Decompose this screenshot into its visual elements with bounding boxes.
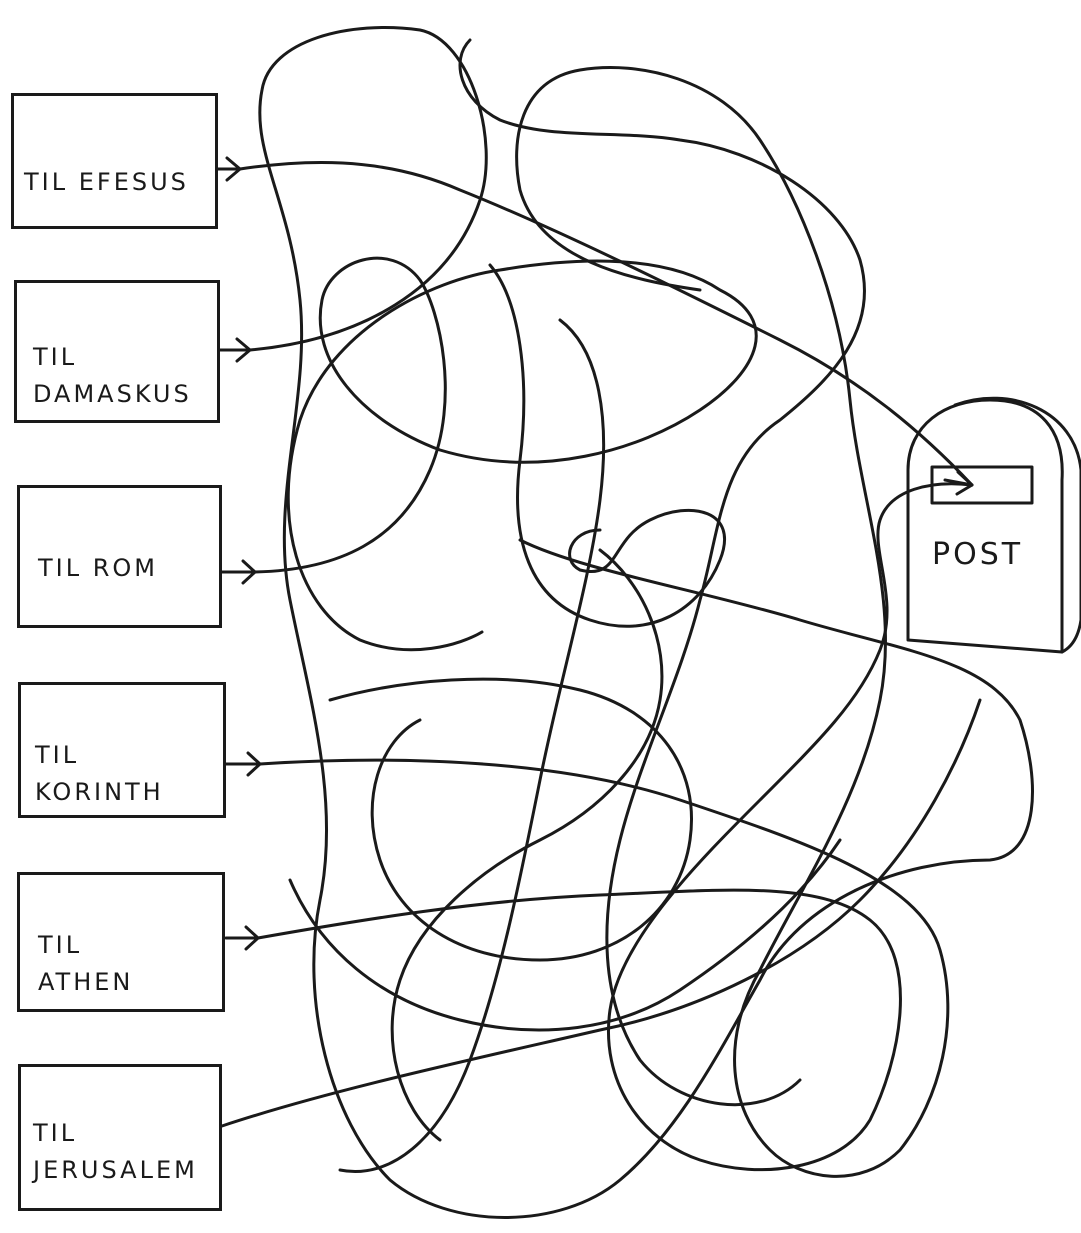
arrow-damaskus-icon [218,337,252,363]
box-korinth: TIL KORINTH [18,682,226,818]
path-korinth [258,66,950,1178]
box-efesus: TIL EFESUS [11,93,218,229]
box-rom: TIL ROM [17,485,222,628]
path-rom [253,256,758,652]
arrow-korinth-icon [224,751,262,777]
box-jerusalem-label: TIL JERUSALEM [33,1119,198,1185]
box-athen: TIL ATHEN [17,872,225,1012]
box-damaskus-label: TIL DAMASKUS [33,343,192,409]
mailbox-label: POST [932,537,1024,572]
box-jerusalem: TIL JERUSALEM [18,1064,222,1211]
box-athen-label: TIL ATHEN [38,931,134,997]
path-damaskus [248,26,1034,1219]
box-rom-label: TIL ROM [38,554,159,582]
path-athen [256,482,974,1172]
path-jerusalem [220,698,982,1128]
arrow-rom-icon [220,559,257,585]
box-damaskus: TIL DAMASKUS [14,280,220,423]
box-korinth-label: TIL KORINTH [35,741,164,807]
mailbox-icon [906,396,1081,654]
arrow-athen-icon [224,925,260,951]
box-efesus-label: TIL EFESUS [24,168,189,196]
arrow-efesus-icon [216,156,242,182]
path-efesus [238,160,974,487]
